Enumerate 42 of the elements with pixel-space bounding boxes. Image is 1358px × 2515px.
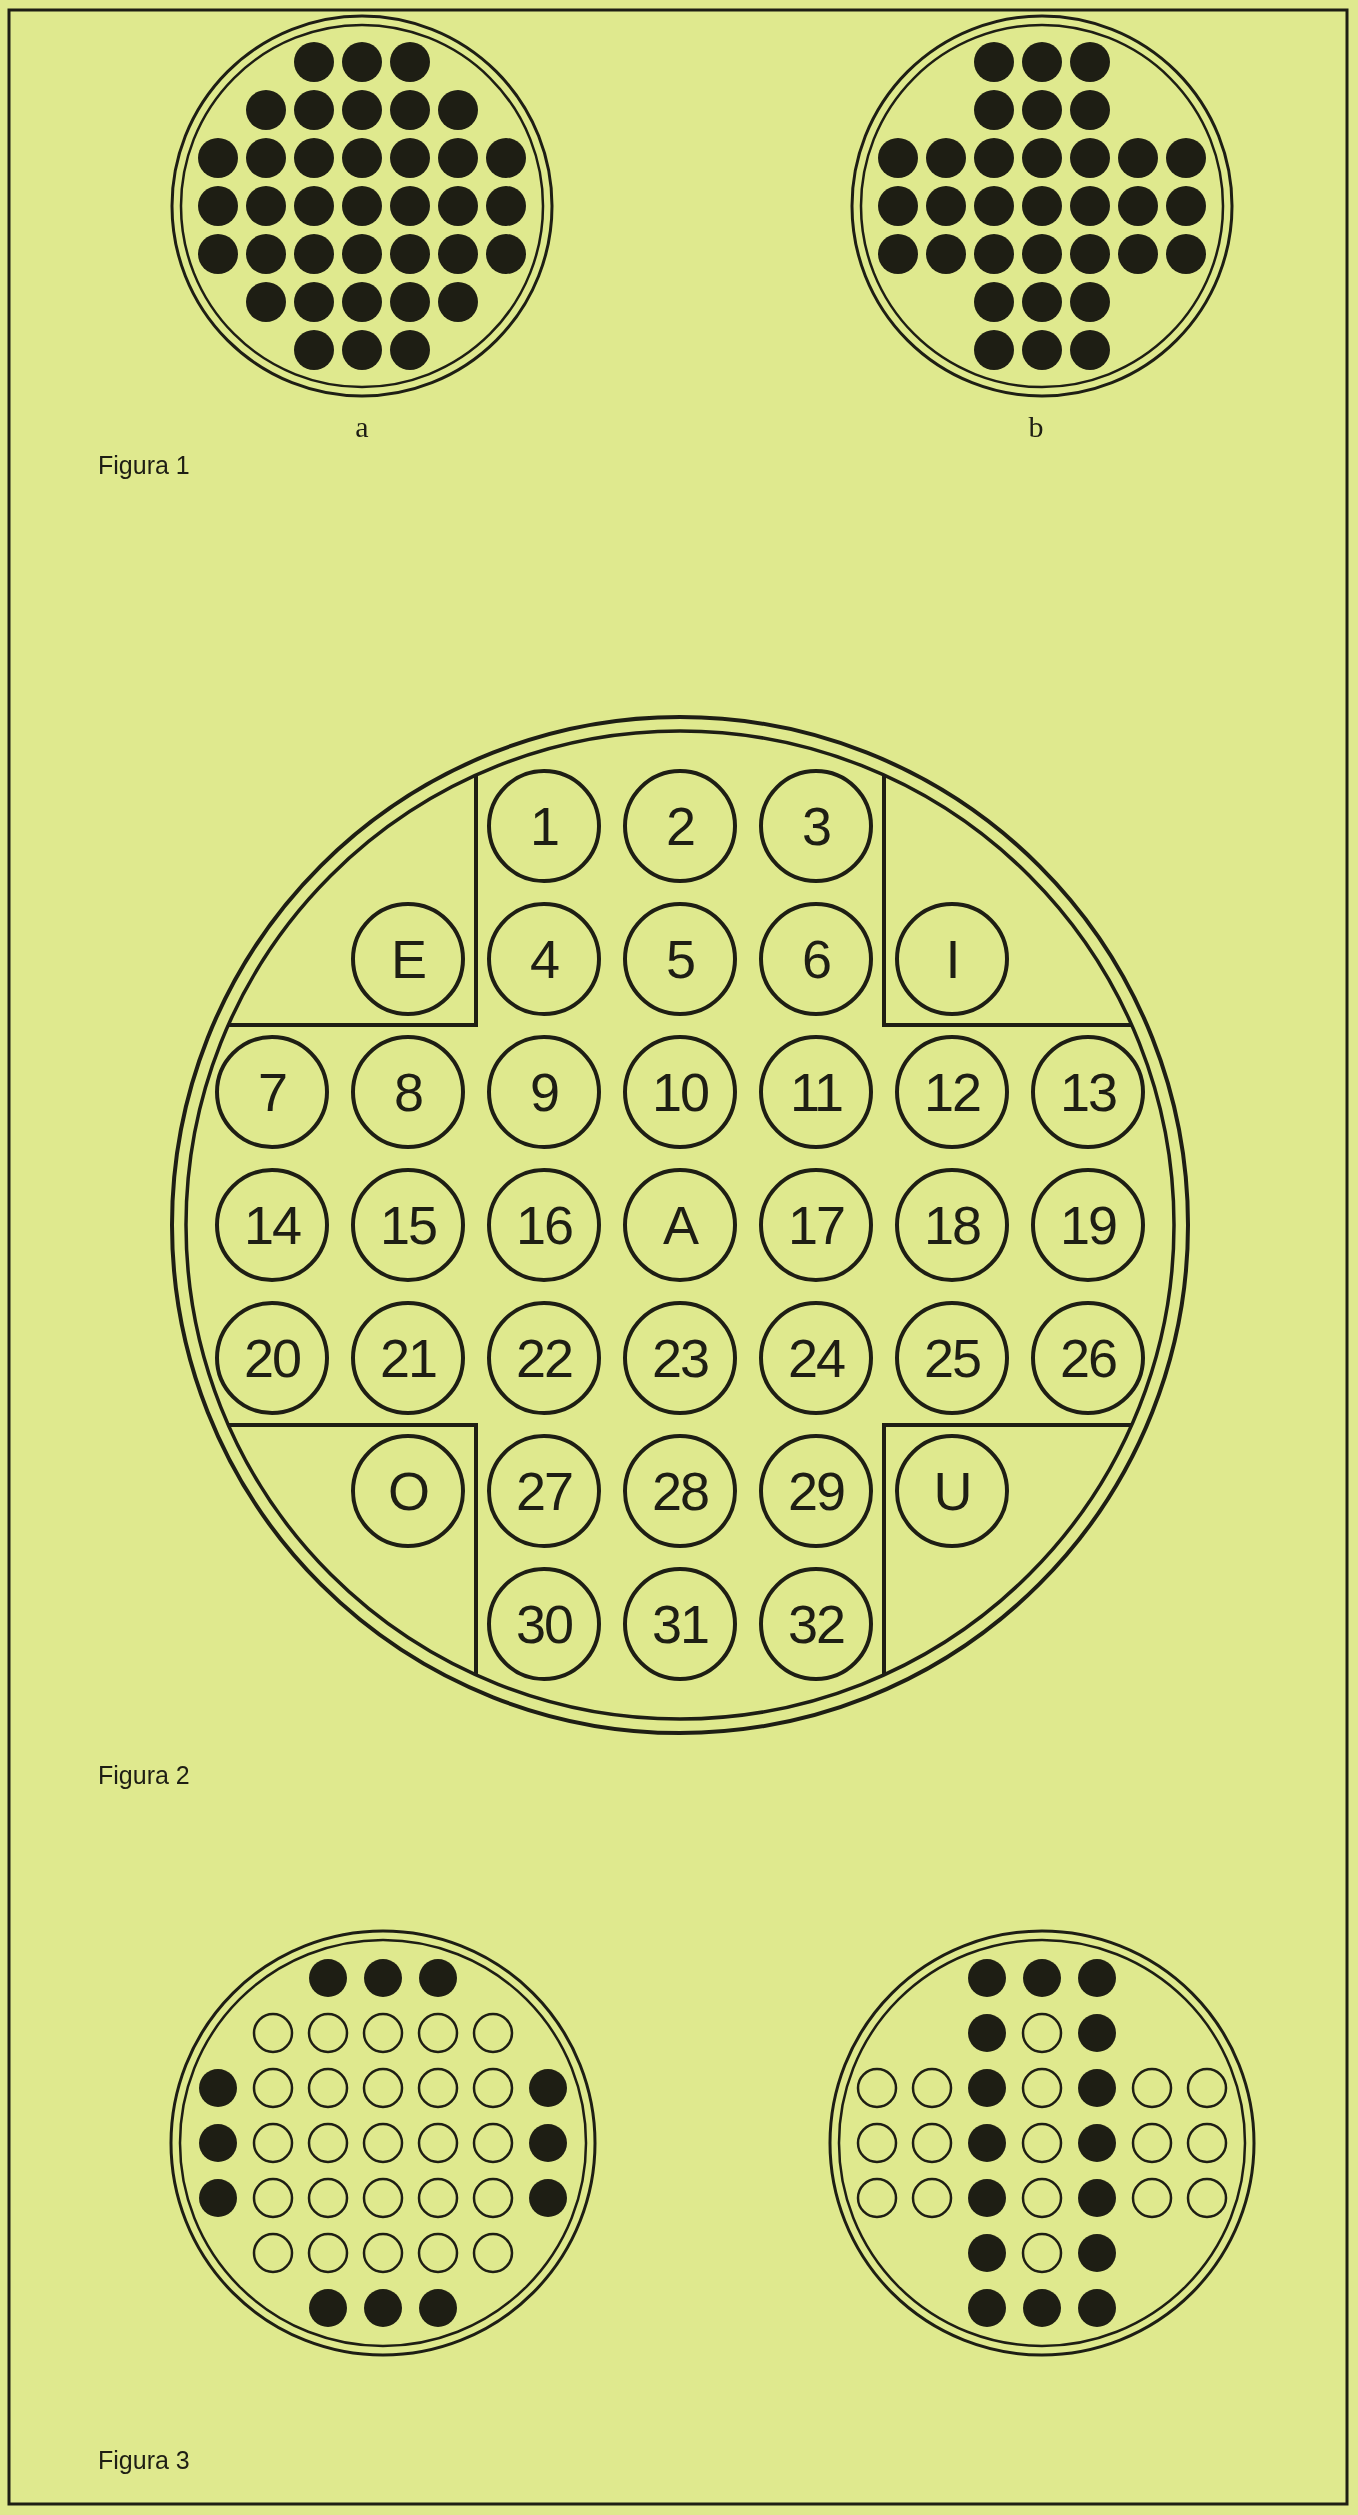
numbered-hole: 19: [1031, 1168, 1145, 1282]
figure-caption: Figura 2: [98, 1763, 190, 1788]
numbered-hole: 16: [487, 1168, 601, 1282]
numbered-hole: E: [351, 902, 465, 1016]
figure-caption: Figura 1: [98, 453, 190, 478]
numbered-hole: 21: [351, 1301, 465, 1415]
numbered-hole: 12: [895, 1035, 1009, 1149]
numbered-hole: U: [895, 1434, 1009, 1548]
numbered-hole: 11: [759, 1035, 873, 1149]
figure-caption: Figura 3: [98, 2448, 190, 2473]
numbered-hole: 5: [623, 902, 737, 1016]
numbered-hole: 25: [895, 1301, 1009, 1415]
numbered-hole: 2: [623, 769, 737, 883]
numbered-hole: 1: [487, 769, 601, 883]
numbered-hole: 3: [759, 769, 873, 883]
numbered-hole: 7: [215, 1035, 329, 1149]
numbered-hole: 28: [623, 1434, 737, 1548]
numbered-hole: 32: [759, 1567, 873, 1681]
numbered-hole: 17: [759, 1168, 873, 1282]
numbered-hole: 4: [487, 902, 601, 1016]
numbered-hole: I: [895, 902, 1009, 1016]
numbered-hole: 22: [487, 1301, 601, 1415]
numbered-hole: O: [351, 1434, 465, 1548]
numbered-hole: 29: [759, 1434, 873, 1548]
numbered-hole: 10: [623, 1035, 737, 1149]
numbered-hole: A: [623, 1168, 737, 1282]
numbered-hole: 30: [487, 1567, 601, 1681]
numbered-hole: 20: [215, 1301, 329, 1415]
numbered-hole: 9: [487, 1035, 601, 1149]
numbered-hole: 23: [623, 1301, 737, 1415]
numbered-hole: 27: [487, 1434, 601, 1548]
numbered-hole: 24: [759, 1301, 873, 1415]
numbered-hole: 13: [1031, 1035, 1145, 1149]
subfigure-letter: b: [1028, 412, 1044, 442]
numbered-hole: 15: [351, 1168, 465, 1282]
numbered-hole: 31: [623, 1567, 737, 1681]
numbered-hole: 26: [1031, 1301, 1145, 1415]
subfigure-letter: a: [355, 412, 369, 442]
numbered-hole: 8: [351, 1035, 465, 1149]
numbered-hole: 14: [215, 1168, 329, 1282]
numbered-hole: 18: [895, 1168, 1009, 1282]
numbered-hole: 6: [759, 902, 873, 1016]
